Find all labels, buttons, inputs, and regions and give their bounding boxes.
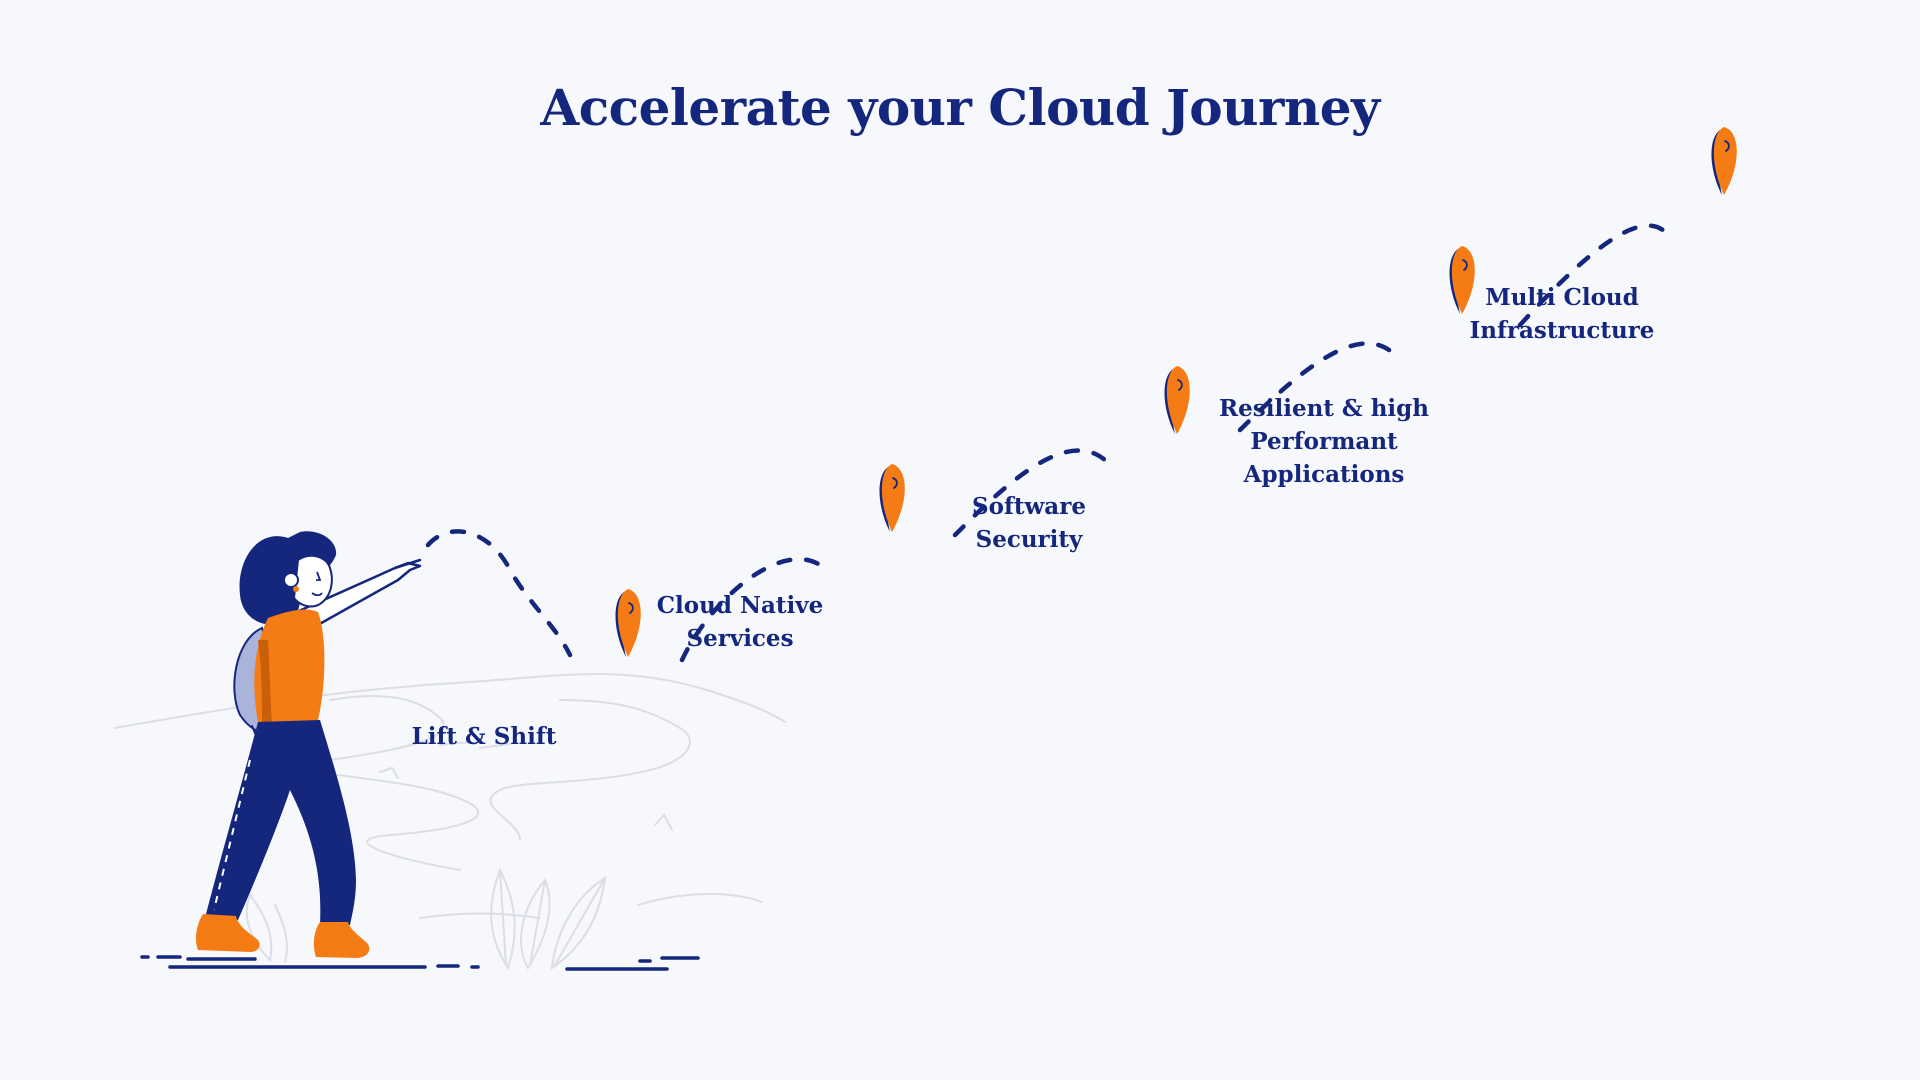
left-shoe <box>195 914 260 952</box>
milestone-label: Lift & Shift <box>334 720 634 753</box>
milestone-label-line: Software <box>972 493 1086 520</box>
milestone-label-line: Lift & Shift <box>411 723 557 750</box>
face <box>292 554 333 608</box>
map-pin-icon <box>615 589 641 657</box>
map-pin-icon <box>1164 366 1190 434</box>
leaves-sketch <box>245 867 607 971</box>
milestone-label-line: Infrastructure <box>1469 317 1655 344</box>
milestone-label-line: Resilient & high <box>1219 395 1429 422</box>
map-pin-icon <box>879 464 905 532</box>
page-title: Accelerate your Cloud Journey <box>540 78 1380 137</box>
navy-pants <box>205 720 356 925</box>
orange-top <box>254 609 325 728</box>
map-pin-icon <box>1711 127 1737 195</box>
milestone-pins <box>615 127 1737 657</box>
milestone-label-line: Cloud Native <box>656 592 824 619</box>
milestone-label-line: Multi Cloud <box>1485 284 1639 311</box>
woman-figure <box>195 531 422 958</box>
map-pin-icon <box>1449 246 1475 314</box>
milestone-label-line: Applications <box>1243 461 1405 488</box>
milestone-label-line: Performant <box>1250 428 1398 455</box>
milestone-label-line: Services <box>686 625 794 652</box>
right-shoe <box>313 922 370 958</box>
milestone-label-line: Security <box>975 526 1083 553</box>
ground-lines <box>140 955 700 971</box>
